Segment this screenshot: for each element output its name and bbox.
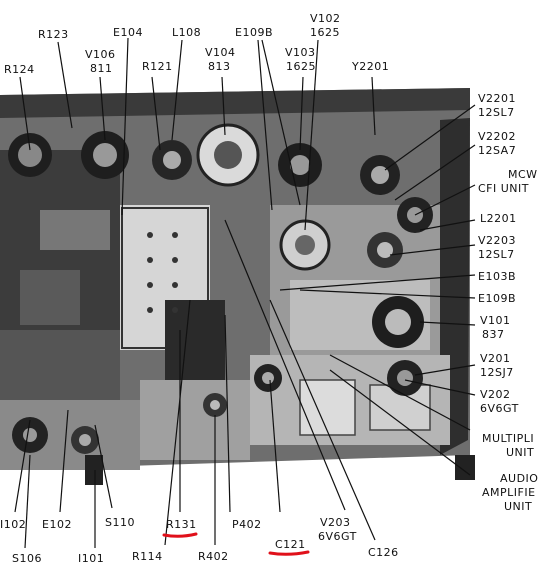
label-e103b: E103B	[478, 270, 516, 283]
label-r114: R114	[132, 550, 163, 563]
label-v101-type: 837	[482, 328, 505, 341]
label-c121: C121	[275, 538, 306, 551]
label-r124: R124	[4, 63, 35, 76]
label-v106-type: 811	[90, 62, 113, 75]
label-v202-type: 6V6GT	[480, 402, 519, 415]
label-v201: V201	[480, 352, 511, 365]
label-y2201: Y2201	[351, 60, 389, 73]
label-v2203-type: 12SL7	[478, 248, 515, 261]
labels: R123 E104 L108 E109B V102 1625 R124 V106…	[0, 12, 538, 565]
label-v102: V102	[310, 12, 341, 25]
label-v2202-type: 12SA7	[478, 144, 516, 157]
label-v104: V104	[205, 46, 236, 59]
label-v103: V103	[285, 46, 316, 59]
label-v201-type: 12SJ7	[480, 366, 514, 379]
label-l2201: L2201	[480, 212, 517, 225]
label-e102: E102	[42, 518, 72, 531]
label-s110: S110	[105, 516, 135, 529]
label-v102-type: 1625	[310, 26, 340, 39]
label-mcw-line1: MCW	[508, 168, 538, 181]
label-e109b-top: E109B	[235, 26, 273, 39]
label-v106: V106	[85, 48, 116, 61]
label-multipl-line2: UNIT	[506, 446, 534, 459]
label-v2201: V2201	[478, 92, 516, 105]
label-audio-line2: AMPLIFIE	[482, 486, 536, 499]
leader-lines	[14, 37, 476, 549]
label-e109b-right: E109B	[478, 292, 516, 305]
label-i101: I101	[78, 552, 104, 565]
red-underlines	[162, 532, 310, 556]
chassis-photo	[0, 88, 475, 485]
label-v2201-type: 12SL7	[478, 106, 515, 119]
label-v101: V101	[480, 314, 511, 327]
label-v202: V202	[480, 388, 511, 401]
underline-c121	[268, 550, 310, 556]
label-v103-type: 1625	[286, 60, 316, 73]
label-r123: R123	[38, 28, 69, 41]
label-r131: R131	[166, 518, 197, 531]
label-s106: S106	[12, 552, 42, 565]
underline-r131	[162, 532, 198, 538]
label-audio-line3: UNIT	[504, 500, 532, 513]
label-r402: R402	[198, 550, 229, 563]
label-p402: P402	[232, 518, 262, 531]
label-mcw-line2: CFI UNIT	[478, 182, 529, 195]
label-c126: C126	[368, 546, 399, 559]
label-i102: I102	[0, 518, 26, 531]
label-v2202: V2202	[478, 130, 516, 143]
label-multipl-line1: MULTIPLI	[482, 432, 534, 445]
label-v104-type: 813	[208, 60, 231, 73]
label-v203-type: 6V6GT	[318, 530, 357, 543]
label-e104: E104	[113, 26, 143, 39]
label-v2203: V2203	[478, 234, 516, 247]
label-audio-line1: AUDIO	[500, 472, 538, 485]
label-r121: R121	[142, 60, 173, 73]
label-l108: L108	[172, 26, 201, 39]
label-v203: V203	[320, 516, 351, 529]
